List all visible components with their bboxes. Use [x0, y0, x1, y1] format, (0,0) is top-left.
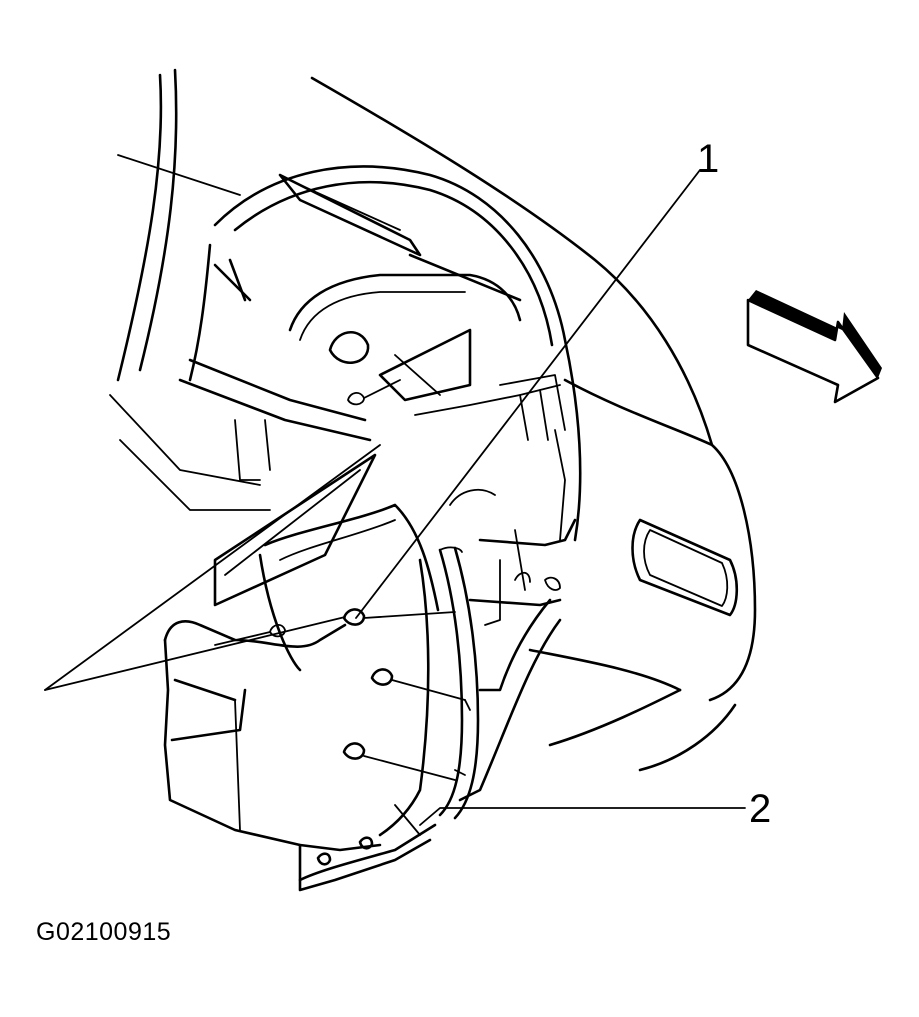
callout-number-1: 1 — [697, 137, 719, 181]
fastener-upper — [347, 379, 401, 406]
fastener-2 — [370, 668, 466, 701]
figure-id: G02100915 — [36, 918, 172, 946]
fasteners — [214, 379, 466, 781]
wheelhouse-liner — [378, 488, 577, 837]
forward-arrow-icon — [746, 290, 882, 404]
leader-line-lower — [44, 616, 346, 691]
leader-line-2 — [419, 807, 746, 826]
leader-line-upper — [44, 444, 381, 691]
leader-line-1 — [355, 169, 701, 619]
callout-number-2: 2 — [749, 787, 771, 831]
fastener-left — [214, 624, 286, 646]
splash-shield — [163, 453, 440, 892]
vehicle-body-outline — [109, 68, 757, 772]
leader-lines — [44, 169, 746, 826]
inner-wheelhouse-upper — [178, 165, 582, 542]
fastener-3 — [342, 742, 456, 781]
fastener-1 — [342, 608, 456, 626]
side-marker-lamp — [631, 518, 739, 617]
